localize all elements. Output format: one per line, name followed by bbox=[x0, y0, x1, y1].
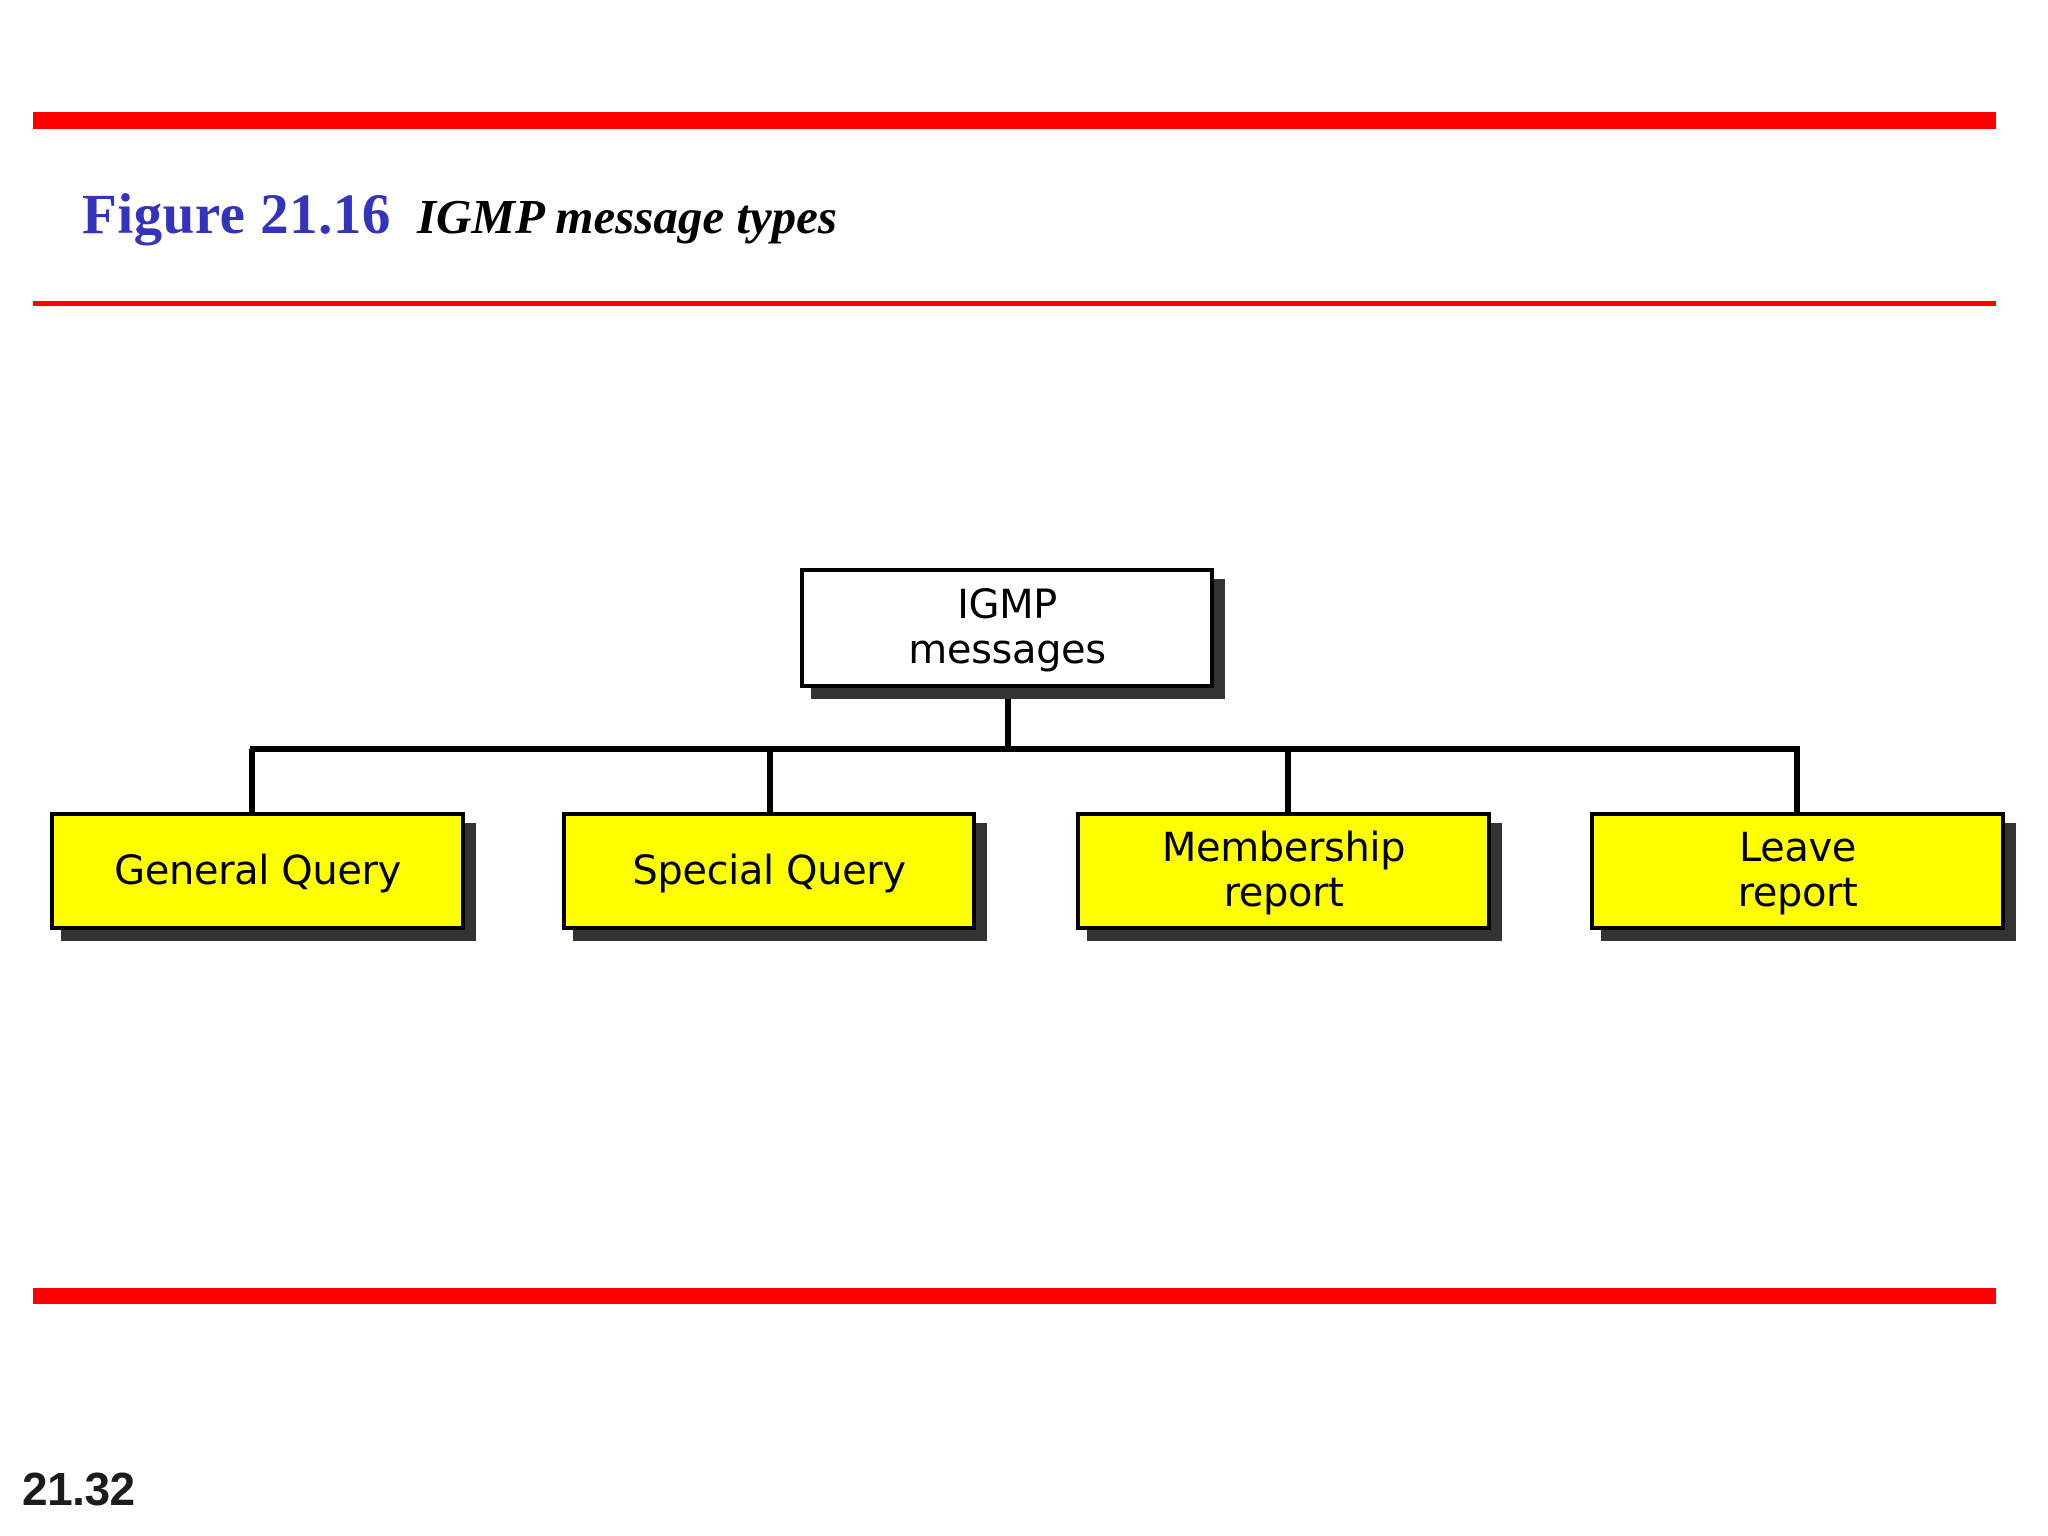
node-membership-report-line2: report bbox=[1223, 870, 1344, 916]
node-leave-report-label: Leave report bbox=[1738, 826, 1858, 916]
node-general-query-label: General Query bbox=[114, 847, 401, 894]
node-igmp-messages-line2: messages bbox=[908, 627, 1106, 673]
node-special-query: Special Query bbox=[562, 812, 976, 930]
node-special-query-label: Special Query bbox=[632, 847, 906, 894]
node-igmp-messages: IGMP messages bbox=[800, 568, 1214, 688]
node-leave-report: Leave report bbox=[1590, 812, 2005, 930]
node-general-query-line1: General Query bbox=[114, 847, 401, 894]
node-membership-report-line1: Membership bbox=[1161, 825, 1406, 872]
title-underline-rule bbox=[33, 301, 1996, 306]
node-membership-report: Membership report bbox=[1076, 812, 1491, 930]
figure-number: Figure 21.16 bbox=[82, 183, 391, 246]
node-leave-report-line1: Leave bbox=[1739, 825, 1856, 872]
node-leave-report-line2: report bbox=[1737, 870, 1858, 916]
page-title: Figure 21.16 IGMP message types bbox=[82, 182, 837, 247]
node-igmp-messages-line1: IGMP bbox=[957, 582, 1057, 629]
node-membership-report-label: Membership report bbox=[1161, 825, 1406, 916]
bottom-red-rule bbox=[33, 1288, 1996, 1304]
slide-number: 21.32 bbox=[22, 1463, 135, 1515]
figure-caption: IGMP message types bbox=[416, 189, 838, 244]
top-thick-red-rule bbox=[33, 112, 1996, 129]
node-igmp-messages-label: IGMP messages bbox=[908, 582, 1106, 673]
node-special-query-line1: Special Query bbox=[632, 847, 906, 894]
node-general-query: General Query bbox=[50, 812, 465, 930]
